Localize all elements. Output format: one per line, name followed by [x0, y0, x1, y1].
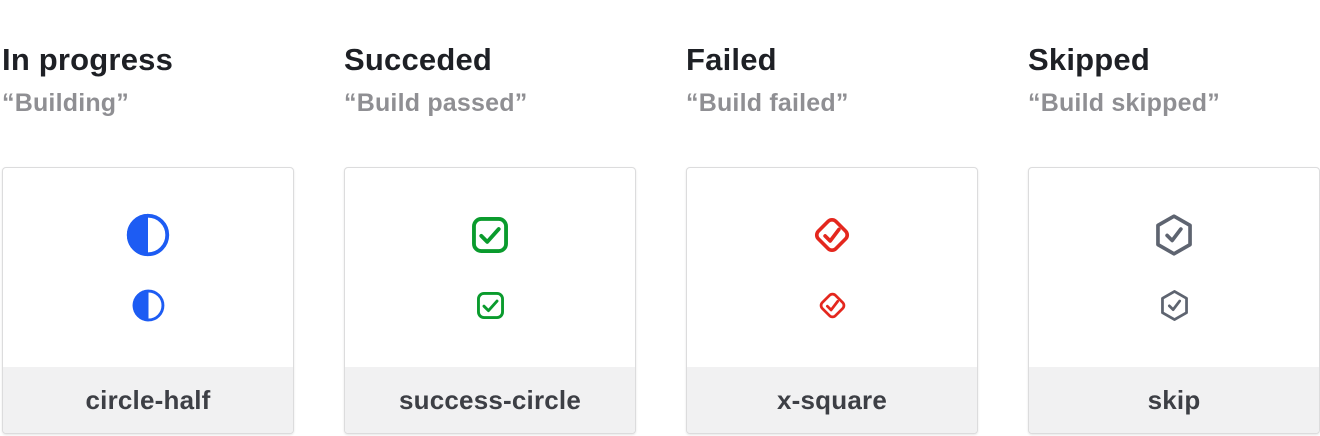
diamond-check-icon-small	[816, 289, 849, 322]
icon-name-footer: x-square	[687, 367, 977, 433]
status-subtitle: “Build passed”	[344, 89, 528, 117]
icon-card: x-square	[686, 167, 978, 434]
circle-half-icon-large	[126, 213, 170, 257]
status-title: Failed	[686, 42, 777, 77]
status-column-in-progress: In progress “Building”	[2, 44, 294, 434]
status-column-succeded: Succeded “Build passed”	[344, 44, 636, 434]
icon-name-label: success-circle	[398, 384, 582, 415]
hexagon-check-icon-small	[1158, 289, 1191, 322]
icon-card: success-circle	[344, 167, 636, 434]
icon-preview-area	[1029, 168, 1319, 367]
status-title: In progress	[2, 42, 174, 77]
status-subtitle: “Build skipped”	[1028, 89, 1220, 117]
square-check-icon-large	[468, 213, 512, 257]
icon-name-footer: skip	[1029, 367, 1319, 433]
icon-card: skip	[1028, 167, 1320, 434]
status-subtitle: “Building”	[2, 89, 129, 117]
icon-name-label: skip	[1147, 384, 1201, 415]
icon-preview-area	[3, 168, 293, 367]
square-check-icon-small	[474, 289, 507, 322]
icon-name-label: circle-half	[85, 384, 211, 415]
status-subtitle: “Build failed”	[686, 89, 849, 117]
icon-name-label: x-square	[777, 384, 887, 415]
icon-name-footer: success-circle	[345, 367, 635, 433]
status-title: Skipped	[1028, 42, 1150, 77]
circle-half-icon-small	[132, 289, 165, 322]
icon-preview-area	[345, 168, 635, 367]
diamond-check-icon-large	[810, 213, 854, 257]
icon-preview-area	[687, 168, 977, 367]
status-column-failed: Failed “Build failed”	[686, 44, 978, 434]
status-title: Succeded	[344, 42, 493, 77]
status-column-skipped: Skipped “Build skipped”	[1028, 44, 1320, 434]
hexagon-check-icon-large	[1152, 213, 1196, 257]
icon-name-footer: circle-half	[3, 367, 293, 433]
icon-card: circle-half	[2, 167, 294, 434]
